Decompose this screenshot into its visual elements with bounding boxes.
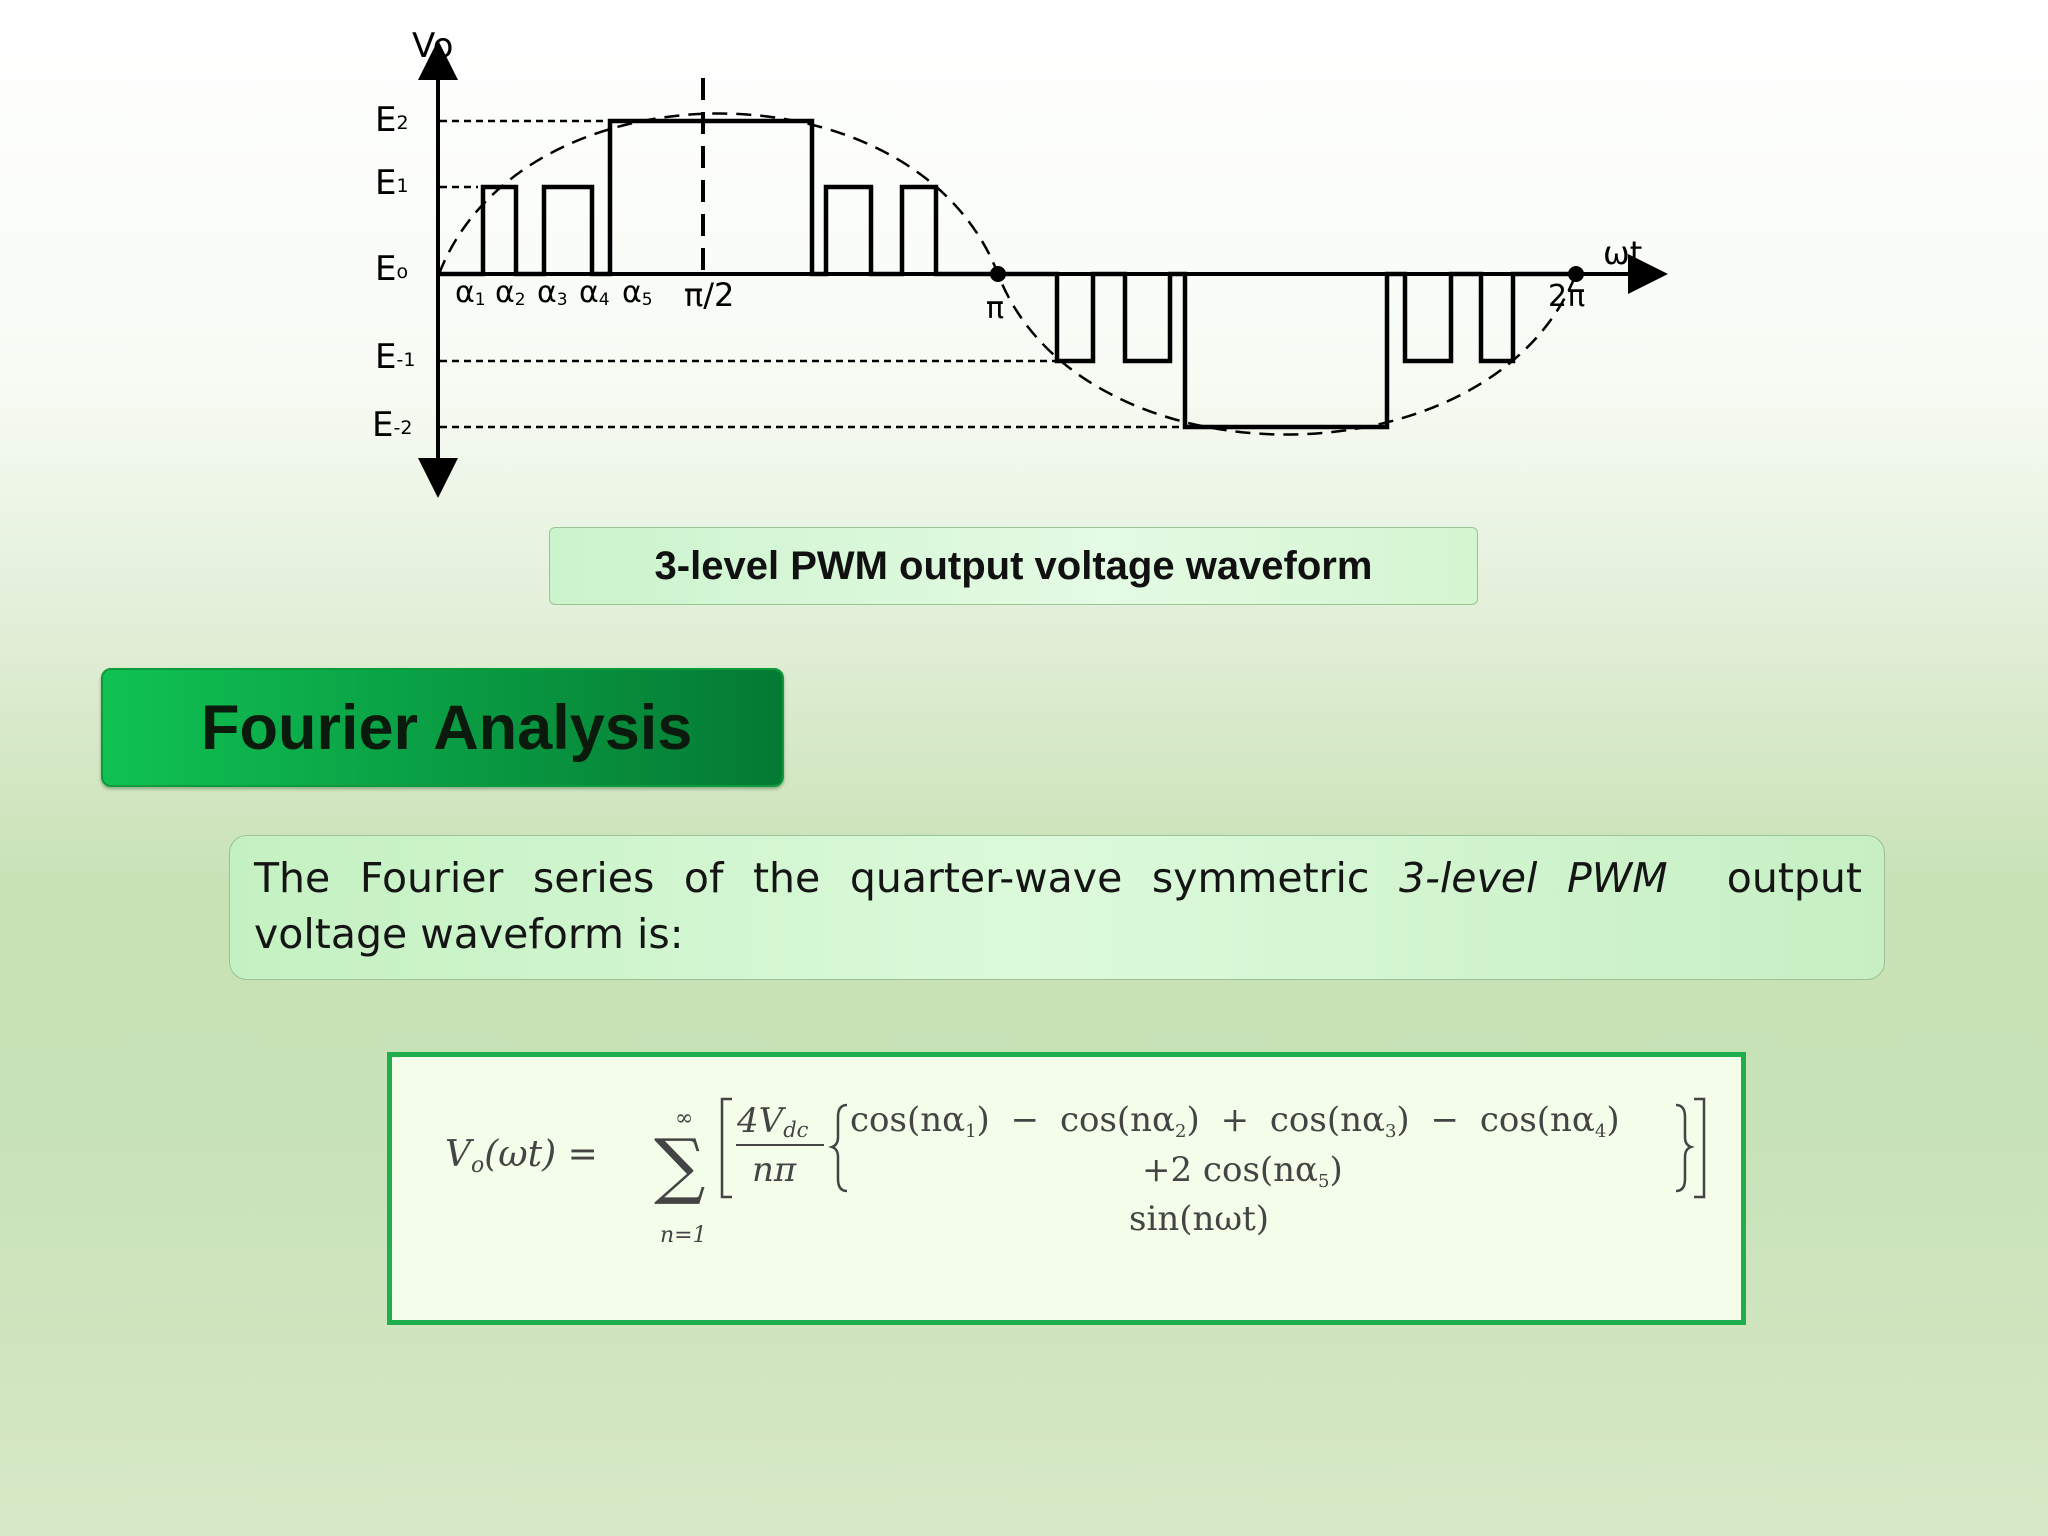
alpha-label-1: α1 bbox=[455, 275, 486, 310]
tick-label-half-pi: π/2 bbox=[684, 276, 734, 314]
y-axis-label: Vo bbox=[412, 26, 453, 66]
waveform-caption: 3-level PWM output voltage waveform bbox=[549, 527, 1478, 605]
level-label-e0: Eo bbox=[375, 249, 408, 289]
fraction-numerator: 4Vdc bbox=[736, 1101, 809, 1142]
section-heading-text: Fourier Analysis bbox=[201, 692, 693, 763]
pwm-waveform bbox=[438, 118, 1575, 430]
level-label-e1: E1 bbox=[375, 163, 409, 203]
formula-lhs: Vo(ωt) = bbox=[445, 1134, 598, 1178]
fraction-denominator: nπ bbox=[752, 1150, 797, 1190]
sigma-icon: ∑ bbox=[654, 1123, 705, 1207]
alpha-label-3: α3 bbox=[537, 275, 568, 310]
waveform-caption-text: 3-level PWM output voltage waveform bbox=[654, 543, 1373, 588]
x-axis-label: ωt bbox=[1603, 234, 1642, 272]
alpha-labels: α1 α2 α3 α4 α5 bbox=[455, 275, 653, 310]
level-guide-lines bbox=[440, 119, 1185, 429]
left-square-bracket bbox=[720, 1097, 732, 1199]
pi-point bbox=[990, 266, 1006, 282]
section-heading: Fourier Analysis bbox=[101, 668, 784, 787]
two-pi-point bbox=[1568, 266, 1584, 282]
level-label-e-minus2: E-2 bbox=[372, 405, 412, 445]
waveform-diagram: Vo ωt E2 E1 Eo E-1 E-2 α1 α2 α3 α4 α5 π/… bbox=[372, 26, 1668, 498]
formula-line-1: cos(nα1) − cos(nα2) + cos(nα3) − cos(nα4… bbox=[850, 1100, 1620, 1142]
formula-line-3: sin(nωt) bbox=[1129, 1199, 1269, 1239]
fourier-formula: Vo(ωt) = ∞ ∑ n=1 4Vdc nπ cos(nα1) − cos(… bbox=[445, 1097, 1706, 1248]
alpha-label-4: α4 bbox=[579, 275, 610, 310]
alpha-label-2: α2 bbox=[495, 275, 526, 310]
level-label-e-minus1: E-1 bbox=[375, 337, 415, 377]
formula-line-2: +2 cos(nα5) bbox=[1142, 1150, 1343, 1192]
sum-lower-limit: n=1 bbox=[660, 1223, 707, 1248]
intro-text-after: output voltage waveform is: bbox=[254, 854, 1876, 958]
alpha-label-5: α5 bbox=[622, 275, 653, 310]
tick-label-pi: π bbox=[986, 291, 1004, 326]
intro-text-before: The Fourier series of the quarter-wave s… bbox=[254, 854, 1400, 902]
sum-upper-limit: ∞ bbox=[675, 1106, 693, 1131]
right-square-bracket bbox=[1694, 1097, 1706, 1199]
level-label-e2: E2 bbox=[375, 100, 409, 140]
tick-label-two-pi: 2π bbox=[1548, 279, 1585, 314]
intro-paragraph-box: The Fourier series of the quarter-wave s… bbox=[229, 835, 1885, 980]
fourier-formula-box: Vo(ωt) = ∞ ∑ n=1 4Vdc nπ cos(nα1) − cos(… bbox=[387, 1052, 1746, 1325]
left-curly-brace bbox=[828, 1103, 848, 1193]
right-curly-brace bbox=[1675, 1103, 1695, 1193]
intro-text-emphasis: 3-level PWM bbox=[1399, 854, 1668, 902]
